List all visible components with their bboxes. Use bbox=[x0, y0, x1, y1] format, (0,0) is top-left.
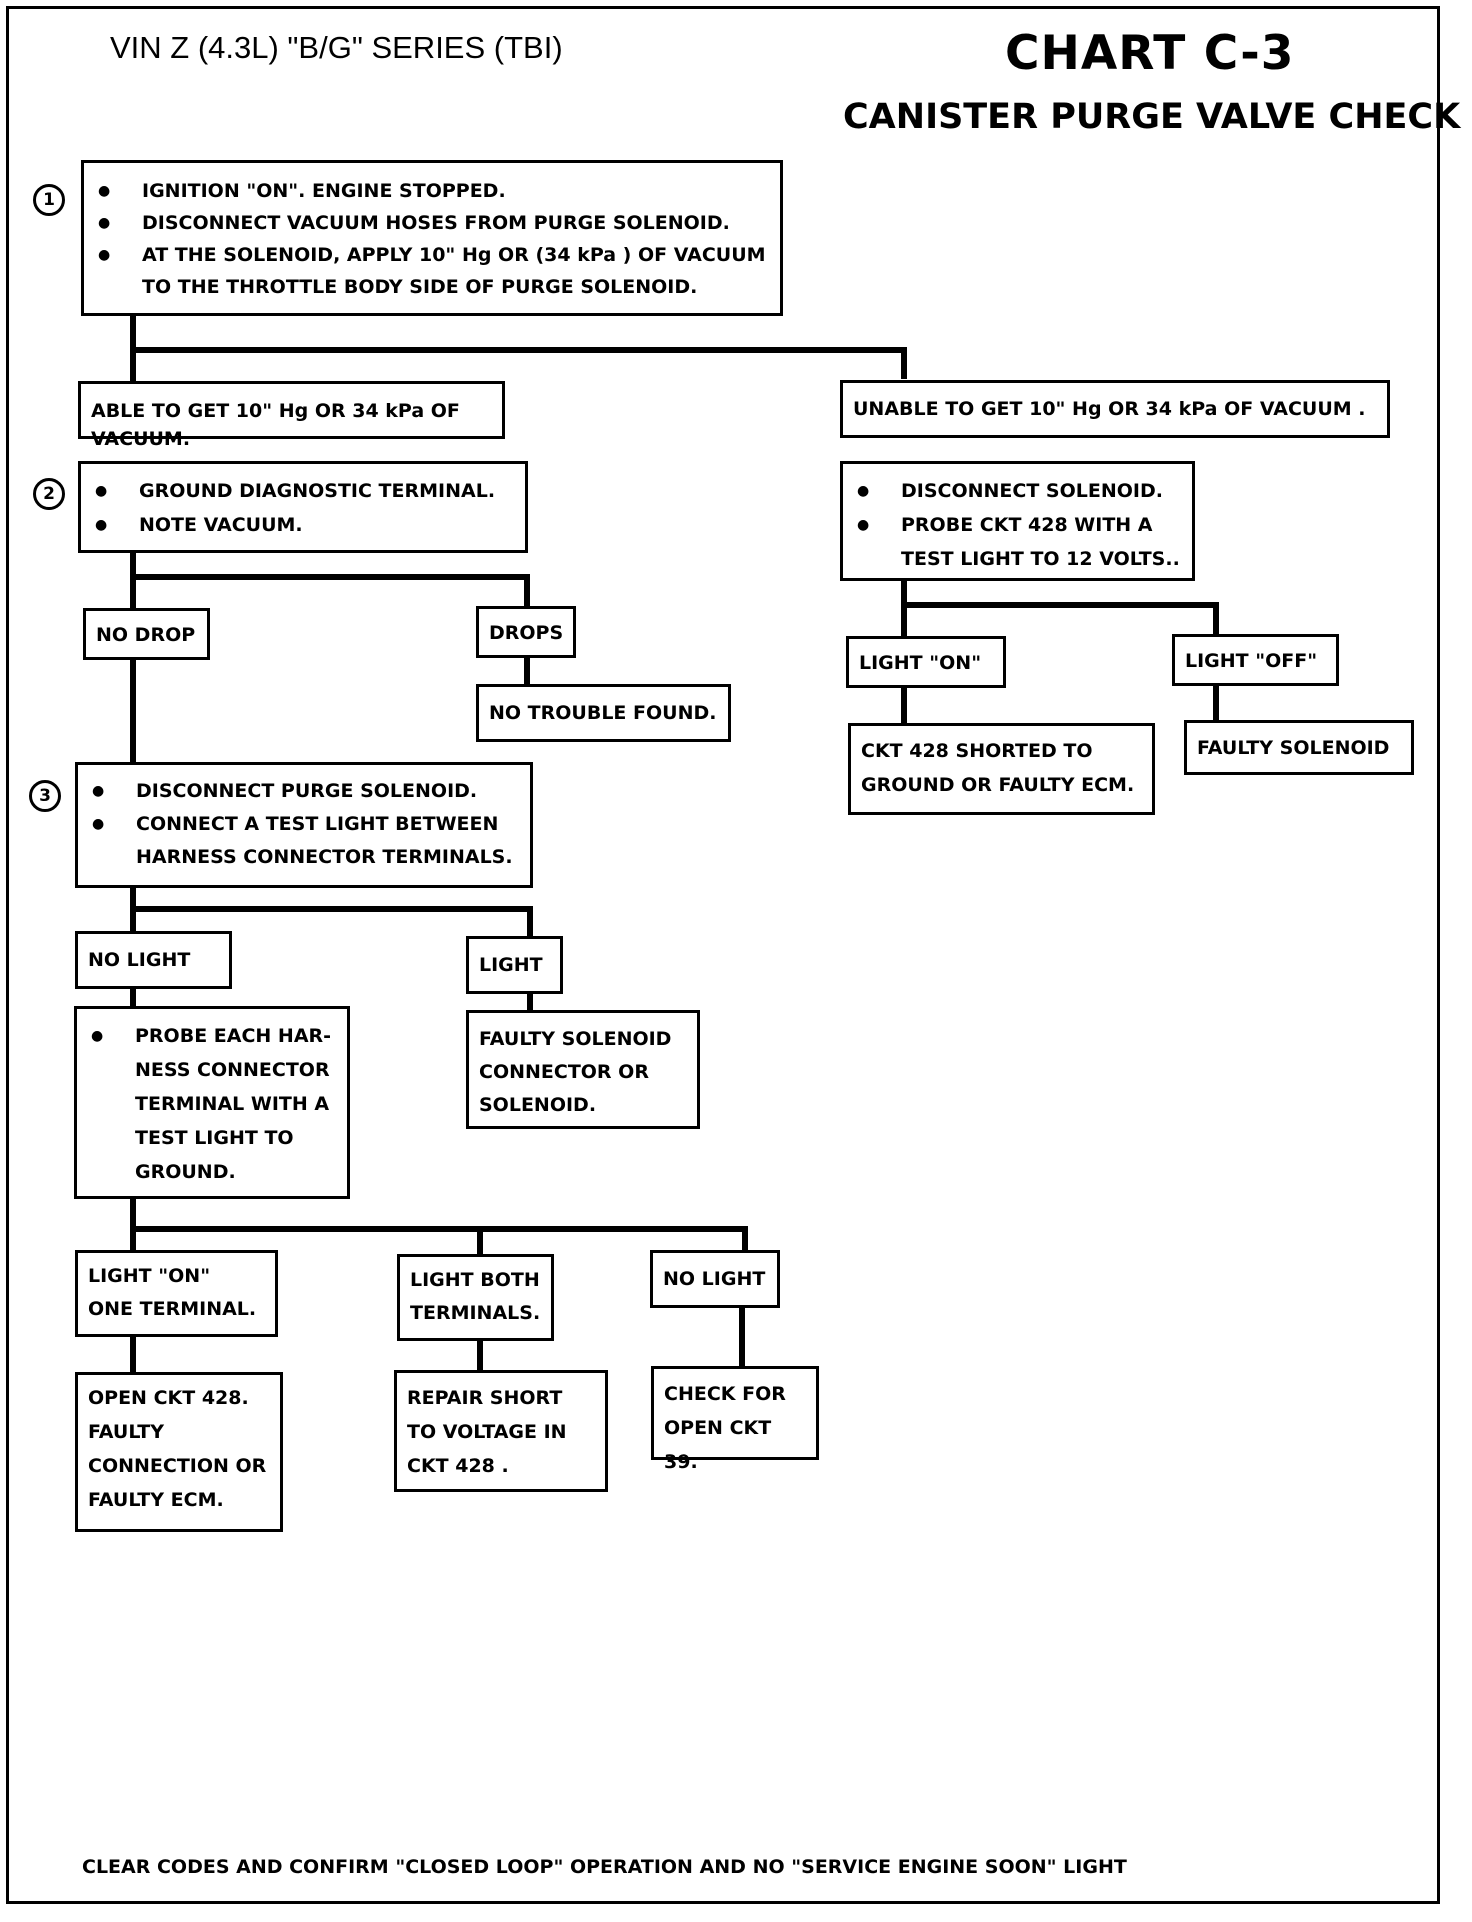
faulty-connector-line: FAULTY SOLENOID bbox=[479, 1028, 672, 1050]
faulty-solenoid-box: FAULTY SOLENOID bbox=[1184, 720, 1414, 775]
step-3-marker: 3 bbox=[29, 780, 61, 812]
repair-short-line: REPAIR SHORT bbox=[407, 1387, 563, 1409]
connector-line bbox=[477, 1226, 483, 1256]
step-1-item: IGNITION "ON". ENGINE STOPPED. bbox=[94, 175, 770, 207]
connector-line bbox=[130, 888, 136, 938]
light-off-box: LIGHT "OFF" bbox=[1172, 634, 1339, 686]
connector-line bbox=[527, 906, 533, 940]
step-2-item: GROUND DIAGNOSTIC TERMINAL. bbox=[91, 474, 515, 508]
connector-line bbox=[1213, 602, 1219, 636]
light-on-one-terminal-box: LIGHT "ON" ONE TERMINAL. bbox=[75, 1250, 278, 1337]
open-ckt-line: FAULTY bbox=[88, 1421, 165, 1443]
connector-line bbox=[130, 1334, 136, 1376]
probe-item: PROBE EACH HAR- bbox=[87, 1019, 337, 1053]
no-light-box: NO LIGHT bbox=[75, 931, 232, 989]
step-1-item-cont: TO THE THROTTLE BODY SIDE OF PURGE SOLEN… bbox=[142, 276, 698, 298]
connector-line bbox=[527, 991, 533, 1013]
open-ckt-line: FAULTY ECM. bbox=[88, 1489, 224, 1511]
check-open-ckt-box: CHECK FOR OPEN CKT 39. bbox=[651, 1366, 819, 1473]
ckt-shorted-box: CKT 428 SHORTED TO GROUND OR FAULTY ECM. bbox=[848, 723, 1155, 815]
no-trouble-found-box: NO TROUBLE FOUND. bbox=[476, 684, 731, 742]
probe-harness-box: PROBE EACH HAR- NESS CONNECTOR TERMINAL … bbox=[74, 1006, 350, 1199]
repair-short-line: TO VOLTAGE IN bbox=[407, 1421, 567, 1443]
faulty-connector-line: CONNECTOR OR bbox=[479, 1061, 649, 1083]
check-open-line: OPEN CKT 39. bbox=[664, 1417, 772, 1473]
connector-line bbox=[477, 1338, 483, 1372]
faulty-connector-line: SOLENOID. bbox=[479, 1094, 597, 1116]
drops-box: DROPS bbox=[476, 606, 576, 658]
open-ckt-line: CONNECTION OR bbox=[88, 1455, 267, 1477]
light-on-one-line: ONE TERMINAL. bbox=[88, 1298, 257, 1320]
light-box: LIGHT bbox=[466, 936, 563, 994]
step-1-box: IGNITION "ON". ENGINE STOPPED. DISCONNEC… bbox=[81, 160, 783, 316]
probe-line: GROUND. bbox=[135, 1161, 236, 1183]
chart-id: CHART C-3 bbox=[1005, 26, 1295, 81]
check-item: DISCONNECT SOLENOID. bbox=[853, 474, 1182, 508]
footer-note: CLEAR CODES AND CONFIRM "CLOSED LOOP" OP… bbox=[82, 1856, 1127, 1878]
light-on-box: LIGHT "ON" bbox=[846, 636, 1006, 688]
disconnect-solenoid-box: DISCONNECT SOLENOID. PROBE CKT 428 WITH … bbox=[840, 461, 1195, 581]
connector-line bbox=[130, 988, 136, 1010]
page-border bbox=[6, 6, 1440, 1904]
light-on-one-line: LIGHT "ON" bbox=[88, 1265, 211, 1287]
repair-short-line: CKT 428 . bbox=[407, 1455, 509, 1477]
check-open-line: CHECK FOR bbox=[664, 1383, 786, 1405]
step-2-box: GROUND DIAGNOSTIC TERMINAL. NOTE VACUUM. bbox=[78, 461, 528, 553]
ckt-shorted-line: CKT 428 SHORTED TO bbox=[861, 740, 1093, 762]
chart-title: CANISTER PURGE VALVE CHECK bbox=[843, 97, 1461, 137]
connector-line bbox=[130, 1226, 748, 1232]
no-light-bottom-box: NO LIGHT bbox=[650, 1250, 780, 1308]
check-item: PROBE CKT 428 WITH A bbox=[853, 508, 1182, 542]
light-both-terminals-box: LIGHT BOTH TERMINALS. bbox=[397, 1254, 554, 1341]
step-3-item: DISCONNECT PURGE SOLENOID. bbox=[88, 775, 520, 808]
repair-short-box: REPAIR SHORT TO VOLTAGE IN CKT 428 . bbox=[394, 1370, 608, 1492]
connector-line bbox=[130, 1197, 136, 1253]
light-both-line: LIGHT BOTH bbox=[410, 1269, 540, 1291]
step-3-item: CONNECT A TEST LIGHT BETWEEN bbox=[88, 808, 520, 841]
step-1-item: DISCONNECT VACUUM HOSES FROM PURGE SOLEN… bbox=[94, 207, 770, 239]
step-3-box: DISCONNECT PURGE SOLENOID. CONNECT A TES… bbox=[75, 762, 533, 888]
connector-line bbox=[130, 347, 907, 353]
connector-line bbox=[901, 347, 907, 379]
faulty-connector-box: FAULTY SOLENOID CONNECTOR OR SOLENOID. bbox=[466, 1010, 700, 1129]
step-1-marker: 1 bbox=[33, 184, 65, 216]
light-both-line: TERMINALS. bbox=[410, 1302, 541, 1324]
connector-line bbox=[901, 686, 907, 726]
connector-line bbox=[739, 1306, 745, 1368]
connector-line bbox=[742, 1226, 748, 1254]
ckt-shorted-line: GROUND OR FAULTY ECM. bbox=[861, 774, 1135, 796]
step-2-item: NOTE VACUUM. bbox=[91, 508, 515, 542]
open-ckt-box: OPEN CKT 428. FAULTY CONNECTION OR FAULT… bbox=[75, 1372, 283, 1532]
step-1-item: AT THE SOLENOID, APPLY 10" Hg OR (34 kPa… bbox=[94, 239, 770, 271]
connector-line bbox=[901, 602, 1219, 608]
connector-line bbox=[524, 656, 530, 686]
probe-line: TERMINAL WITH A bbox=[135, 1093, 330, 1115]
probe-line: TEST LIGHT TO bbox=[135, 1127, 294, 1149]
step-3-item-cont: HARNESS CONNECTOR TERMINALS. bbox=[136, 846, 513, 868]
check-item-cont: TEST LIGHT TO 12 VOLTS.. bbox=[901, 548, 1180, 570]
no-drop-box: NO DROP bbox=[83, 608, 210, 660]
probe-line: NESS CONNECTOR bbox=[135, 1059, 330, 1081]
connector-line bbox=[130, 574, 530, 580]
connector-line bbox=[901, 578, 907, 638]
unable-to-get-vacuum-box: UNABLE TO GET 10" Hg OR 34 kPa OF VACUUM… bbox=[840, 380, 1390, 438]
connector-line bbox=[130, 656, 136, 766]
open-ckt-line: OPEN CKT 428. bbox=[88, 1387, 249, 1409]
able-to-get-vacuum-box: ABLE TO GET 10" Hg OR 34 kPa OF VACUUM. bbox=[78, 381, 505, 450]
connector-line bbox=[130, 906, 533, 912]
connector-line bbox=[1213, 684, 1219, 722]
connector-line bbox=[524, 574, 530, 610]
vehicle-header: VIN Z (4.3L) "B/G" SERIES (TBI) bbox=[110, 30, 563, 65]
step-2-marker: 2 bbox=[33, 478, 65, 510]
